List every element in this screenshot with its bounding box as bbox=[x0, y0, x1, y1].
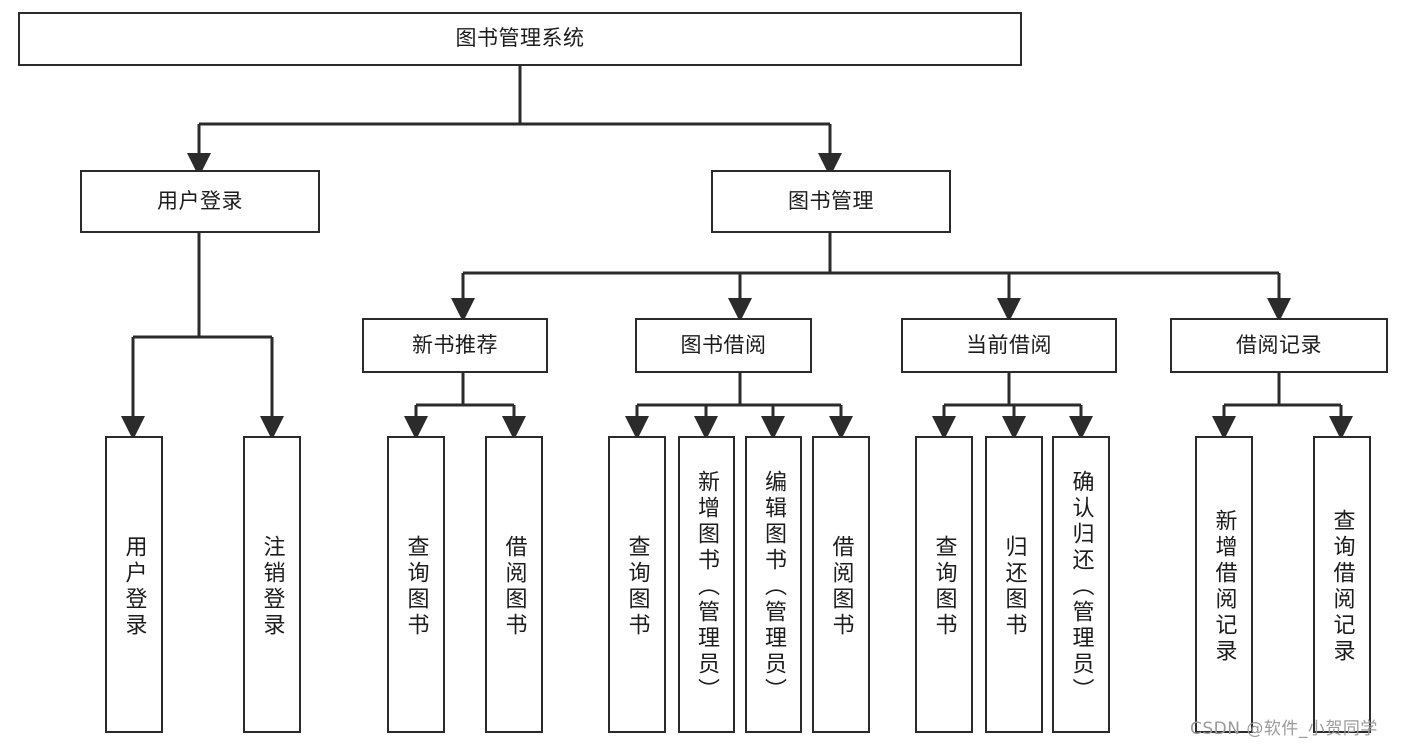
node-leaf-return-book-label: 归还图书 bbox=[1001, 534, 1027, 639]
node-leaf-add-book-admin[interactable]: 新增图书（管理员） bbox=[678, 436, 735, 733]
node-leaf-logout-login-label: 注销登录 bbox=[259, 534, 285, 639]
node-leaf-query-book-3[interactable]: 查询图书 bbox=[915, 436, 973, 733]
node-root-label: 图书管理系统 bbox=[455, 26, 585, 51]
node-leaf-edit-book-admin[interactable]: 编辑图书（管理员） bbox=[745, 436, 802, 733]
node-leaf-confirm-return-admin[interactable]: 确认归还（管理员） bbox=[1052, 436, 1110, 733]
node-leaf-logout-login[interactable]: 注销登录 bbox=[243, 436, 301, 733]
node-user-login-label: 用户登录 bbox=[157, 188, 243, 213]
node-leaf-query-borrow-record[interactable]: 查询借阅记录 bbox=[1313, 436, 1371, 733]
node-leaf-query-book-1[interactable]: 查询图书 bbox=[387, 436, 445, 733]
node-leaf-edit-book-admin-label: 编辑图书（管理员） bbox=[761, 469, 787, 704]
node-leaf-add-borrow-record[interactable]: 新增借阅记录 bbox=[1195, 436, 1253, 733]
node-book-management[interactable]: 图书管理 bbox=[711, 170, 951, 233]
node-borrow-record-label: 借阅记录 bbox=[1236, 332, 1322, 357]
node-new-book-recommend[interactable]: 新书推荐 bbox=[362, 318, 548, 373]
node-leaf-add-book-admin-label: 新增图书（管理员） bbox=[694, 469, 720, 704]
node-leaf-borrow-book-2[interactable]: 借阅图书 bbox=[812, 436, 870, 733]
node-leaf-query-book-2[interactable]: 查询图书 bbox=[608, 436, 666, 733]
node-current-borrow[interactable]: 当前借阅 bbox=[901, 318, 1117, 373]
node-leaf-query-borrow-record-label: 查询借阅记录 bbox=[1329, 508, 1355, 665]
node-leaf-confirm-return-admin-label: 确认归还（管理员） bbox=[1068, 469, 1094, 704]
node-leaf-return-book[interactable]: 归还图书 bbox=[985, 436, 1043, 733]
node-book-borrow-label: 图书借阅 bbox=[680, 332, 767, 357]
node-book-borrow[interactable]: 图书借阅 bbox=[635, 318, 812, 373]
node-leaf-add-borrow-record-label: 新增借阅记录 bbox=[1211, 508, 1237, 665]
csdn-watermark: CSDN @软件_小贺同学 bbox=[1190, 719, 1378, 739]
node-user-login[interactable]: 用户登录 bbox=[80, 170, 320, 233]
node-leaf-user-login[interactable]: 用户登录 bbox=[105, 436, 163, 733]
node-leaf-query-book-2-label: 查询图书 bbox=[624, 534, 650, 639]
node-book-management-label: 图书管理 bbox=[788, 188, 874, 213]
node-leaf-query-book-1-label: 查询图书 bbox=[403, 534, 429, 639]
node-leaf-borrow-book-1[interactable]: 借阅图书 bbox=[485, 436, 543, 733]
node-root[interactable]: 图书管理系统 bbox=[18, 12, 1022, 66]
node-leaf-query-book-3-label: 查询图书 bbox=[931, 534, 957, 639]
node-current-borrow-label: 当前借阅 bbox=[966, 332, 1052, 357]
node-leaf-borrow-book-2-label: 借阅图书 bbox=[828, 534, 854, 639]
node-leaf-user-login-label: 用户登录 bbox=[121, 534, 147, 639]
node-borrow-record[interactable]: 借阅记录 bbox=[1170, 318, 1388, 373]
node-leaf-borrow-book-1-label: 借阅图书 bbox=[501, 534, 527, 639]
node-new-book-recommend-label: 新书推荐 bbox=[412, 332, 498, 357]
